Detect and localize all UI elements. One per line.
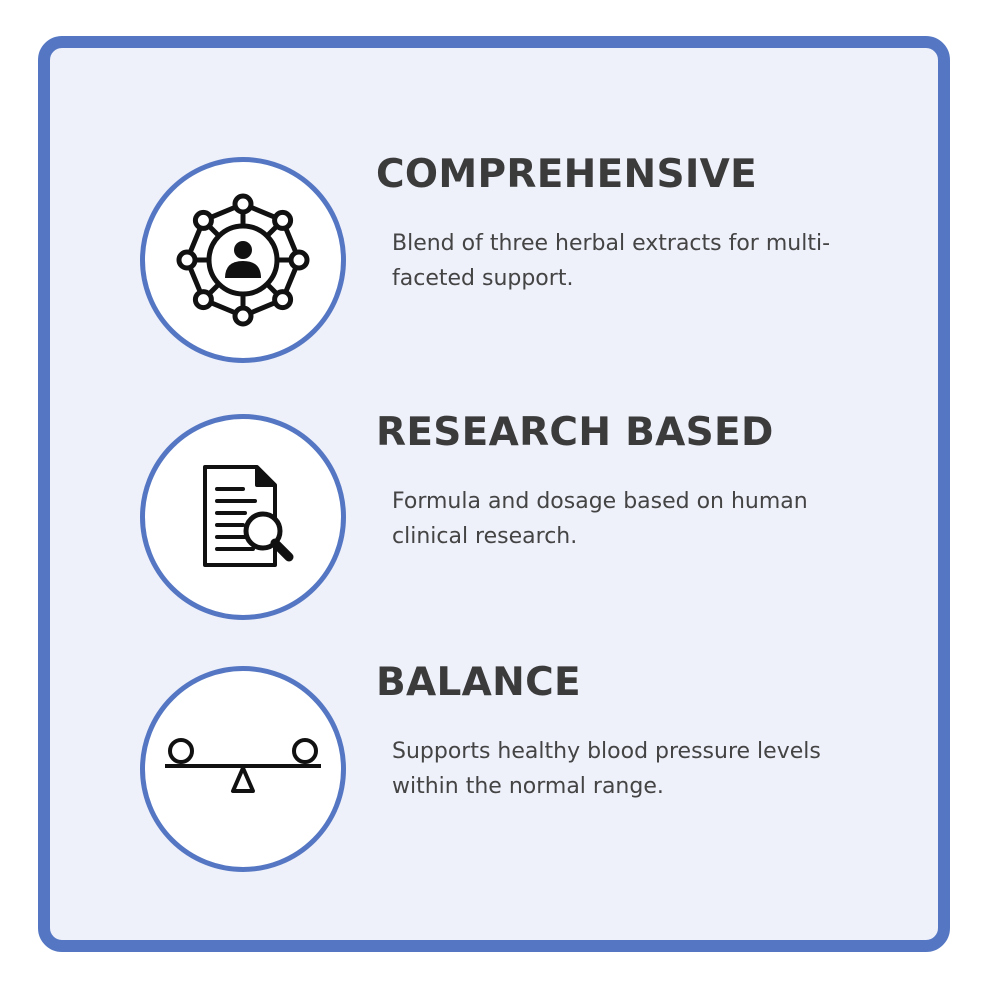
icon-circle	[140, 157, 346, 363]
feature-title: RESEARCH BASED	[376, 410, 774, 455]
document-search-icon	[203, 465, 294, 567]
feature-description: Formula and dosage based on human clinic…	[392, 489, 808, 549]
feature-title: BALANCE	[376, 660, 581, 705]
balance-scale-icon	[165, 738, 321, 793]
feature-comprehensive: COMPREHENSIVE Blend of three herbal extr…	[0, 0, 1000, 363]
feature-research-based: RESEARCH BASED Formula and dosage based …	[0, 0, 1000, 620]
feature-title: COMPREHENSIVE	[376, 152, 758, 197]
feature-balance: BALANCE Supports healthy blood pressure …	[0, 0, 1000, 872]
network-person-icon	[176, 193, 310, 327]
feature-description: Supports healthy blood pressure levels w…	[392, 739, 821, 799]
icon-circle	[140, 414, 346, 620]
icon-circle	[140, 666, 346, 872]
feature-description: Blend of three herbal extracts for multi…	[392, 231, 831, 291]
